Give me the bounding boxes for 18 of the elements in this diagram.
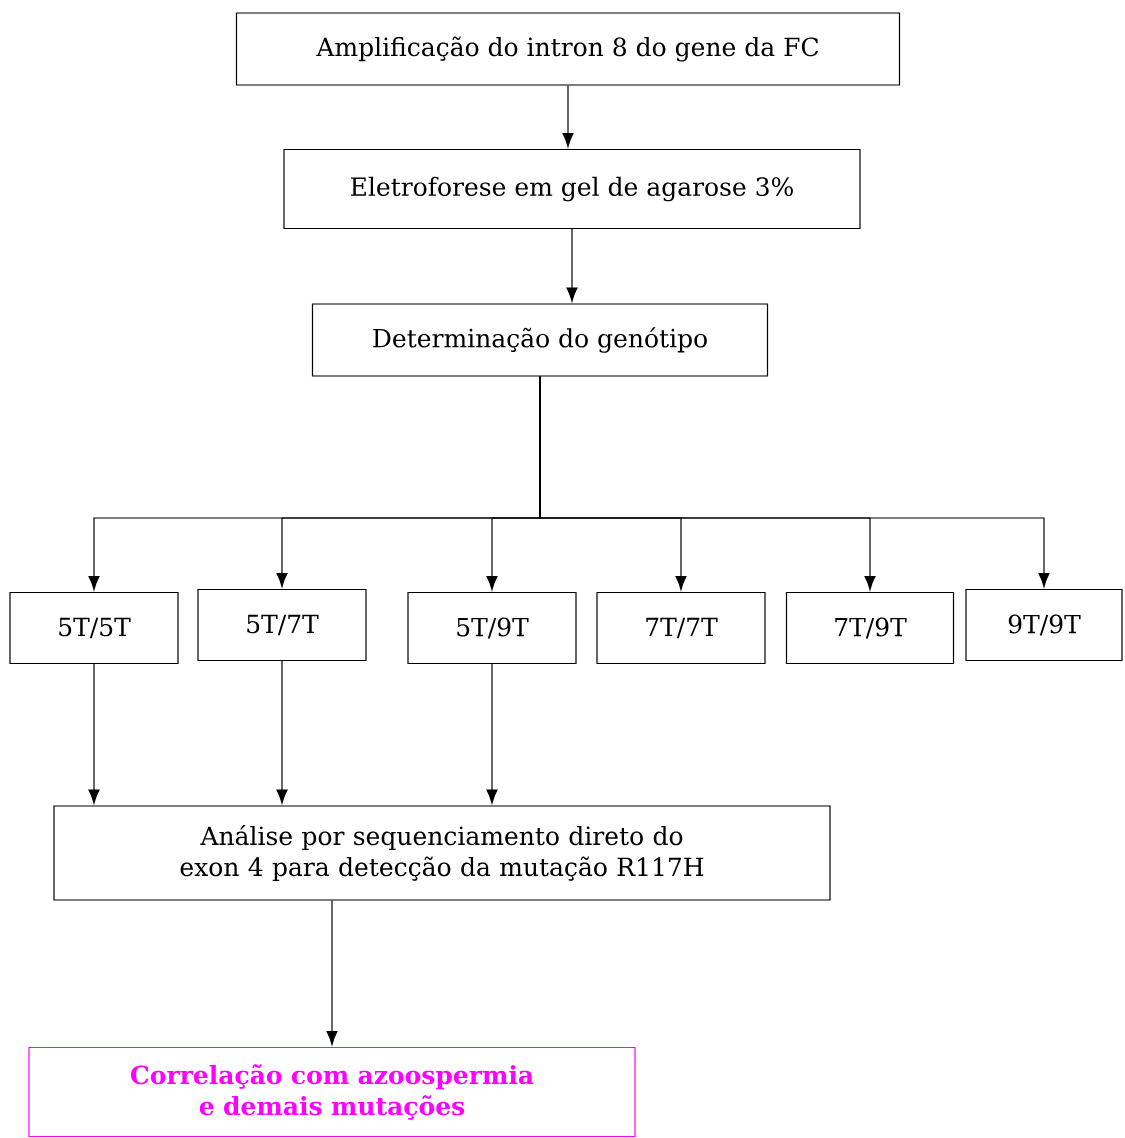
process-box: Determinação do genótipo [311,303,769,377]
process-box: 5T/7T [197,588,367,662]
arrow [566,228,578,302]
arrow [276,660,288,804]
process-box: Eletroforese em gel de agarose 3% [283,148,861,230]
process-box: Correlação com azoospermia e demais mutações [28,1046,636,1138]
arrow [562,85,574,148]
process-box: 7T/7T [596,591,766,665]
arrow [326,900,338,1046]
arrow [486,663,498,804]
process-box: Análise por sequenciamento direto do exon 4 para detecção da mutação R117H [53,805,831,901]
arrow [88,663,100,804]
process-box: 5T/5T [9,591,179,665]
process-box: 9T/9T [965,588,1123,662]
process-box: 7T/9T [785,591,955,665]
process-box: 5T/9T [407,591,577,665]
process-box: Amplificação do intron 8 do gene da FC [235,12,901,86]
arrow [539,376,1050,588]
